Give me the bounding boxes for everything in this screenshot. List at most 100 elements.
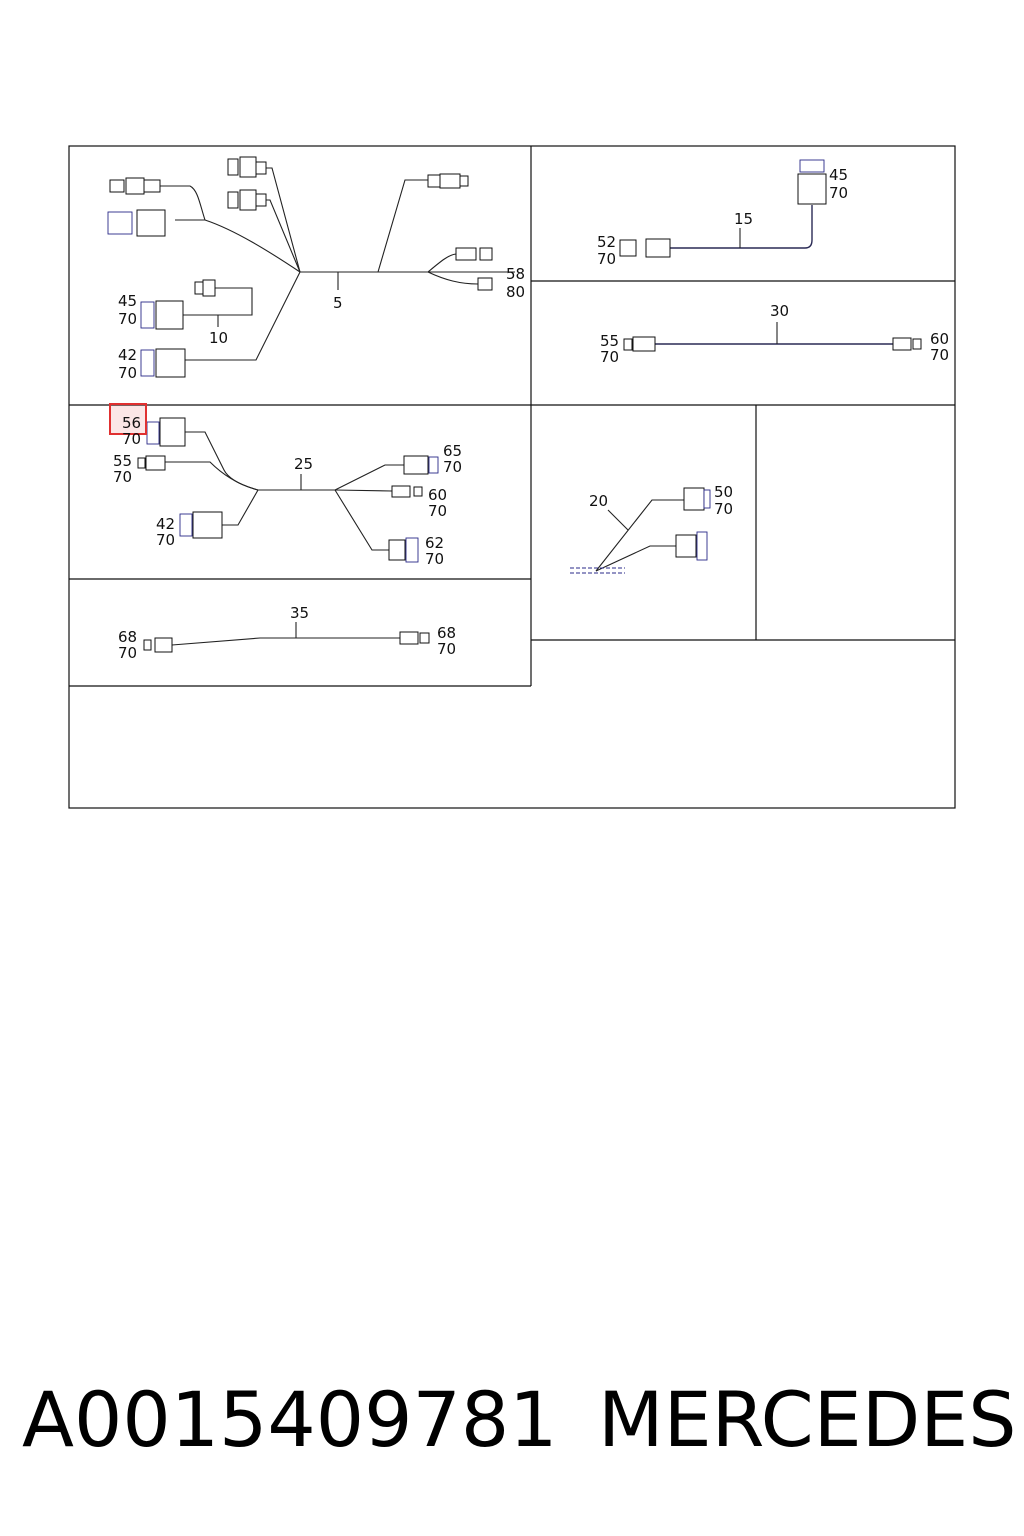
- connector-icon: [892, 337, 912, 351]
- harness-25-branch-42: [222, 489, 259, 526]
- connector-icon: [427, 174, 441, 188]
- connector-icon: [145, 455, 166, 471]
- panel-harness-30[interactable]: 30 55 70 60 70: [600, 302, 949, 366]
- connector-label: 70: [600, 348, 619, 366]
- connector-icon: [413, 486, 423, 497]
- harness-15-label: 15: [734, 210, 753, 228]
- connector-icon: [912, 338, 922, 350]
- harness-35-wire: [171, 637, 400, 646]
- connector-icon: [109, 179, 125, 193]
- connector-label: 50: [714, 483, 733, 501]
- highlight-box[interactable]: [109, 403, 147, 435]
- connector-icon: [388, 539, 406, 561]
- connector-pins-icon: [405, 537, 419, 563]
- connector-pins-icon: [428, 456, 439, 474]
- connector-label: 60: [930, 330, 949, 348]
- panel-harness-35[interactable]: 35 68 70 68 70: [118, 604, 456, 662]
- connector-icon: [137, 457, 146, 469]
- connector-icon: [143, 179, 161, 193]
- connector-pins-icon: [140, 349, 155, 377]
- harness-5-branch-top-1: [262, 167, 301, 273]
- connector-label: 55: [113, 452, 132, 470]
- connector-icon: [239, 189, 257, 211]
- connector-icon: [477, 277, 493, 291]
- connector-pins-icon: [140, 301, 155, 329]
- harness-25-branch-65: [334, 464, 404, 491]
- connector-label: 55: [600, 332, 619, 350]
- harness-20-wire-upper: [595, 499, 684, 572]
- connector-icon: [623, 338, 633, 351]
- connector-pins-icon: [799, 159, 825, 173]
- connector-label: 70: [428, 502, 447, 520]
- connector-label: 45: [118, 292, 137, 310]
- connector-icon: [419, 632, 430, 644]
- connector-icon: [194, 281, 204, 295]
- connector-icon: [255, 161, 267, 175]
- connector-icon: [399, 631, 419, 645]
- connector-label: 60: [428, 486, 447, 504]
- harness-25-label: 25: [294, 455, 313, 473]
- connector-label: 58: [506, 265, 525, 283]
- connector-icon: [227, 191, 239, 209]
- harness-25-branch-60: [334, 489, 393, 492]
- connector-icon: [797, 173, 827, 205]
- harness-5-branch-top-right: [377, 179, 428, 273]
- connector-icon: [154, 637, 173, 653]
- connector-label: 70: [113, 468, 132, 486]
- connector-label: 45: [829, 166, 848, 184]
- connector-pins-icon: [107, 211, 133, 235]
- connector-icon: [227, 158, 239, 176]
- connector-pins-icon: [146, 421, 160, 445]
- connector-icon: [403, 455, 429, 475]
- connector-label: 70: [597, 250, 616, 268]
- harness-5-branch-right-2: [427, 271, 479, 285]
- connector-icon: [143, 639, 152, 651]
- connector-pins-icon: [703, 489, 711, 509]
- connector-label: 70: [118, 644, 137, 662]
- harness-15-wire: [670, 205, 813, 249]
- harness-5-branch-top-2: [262, 199, 301, 273]
- panel-harness-20[interactable]: 20 50 70: [570, 483, 733, 574]
- connector-label: 68: [437, 624, 456, 642]
- harness-5-branch-upper-left: [175, 219, 301, 273]
- connector-icon: [136, 209, 166, 237]
- connector-label: 56: [122, 414, 141, 432]
- harness-30-label: 30: [770, 302, 789, 320]
- connector-label: 62: [425, 534, 444, 552]
- connector-label: 80: [506, 283, 525, 301]
- panel-harness-5[interactable]: 5 10 45 70 42 70 58 80: [107, 156, 525, 382]
- connector-icon: [459, 175, 469, 187]
- connector-label: 70: [443, 458, 462, 476]
- connector-icon: [255, 193, 267, 207]
- connector-label: 70: [714, 500, 733, 518]
- harness-20-label: 20: [589, 492, 608, 510]
- connector-icon: [619, 239, 637, 257]
- connector-icon: [202, 279, 216, 297]
- connector-label: 70: [829, 184, 848, 202]
- harness-35-label: 35: [290, 604, 309, 622]
- connector-label: 42: [118, 346, 137, 364]
- harness-25-branch-56: [185, 431, 259, 491]
- connector-label: 70: [156, 531, 175, 549]
- harness-20-wire-lower: [595, 545, 676, 572]
- panel-harness-15[interactable]: 15 45 70 52 70: [597, 159, 848, 268]
- connector-icon: [155, 300, 184, 330]
- connector-label: 70: [122, 430, 141, 448]
- connector-icon: [455, 247, 477, 261]
- harness-5-label: 5: [333, 294, 343, 312]
- panel-harness-25[interactable]: 25 56 70 55 70 42 70 65 70 60 70 62 70: [109, 403, 462, 568]
- connector-icon: [675, 534, 697, 558]
- harness-10-label: 10: [209, 329, 228, 347]
- connector-icon: [645, 238, 671, 258]
- connector-label: 52: [597, 233, 616, 251]
- connector-icon: [125, 177, 145, 195]
- harness-10-wire: [183, 287, 253, 316]
- harness-20-leader: [607, 509, 629, 531]
- part-number: A0015409781: [22, 1375, 558, 1464]
- connector-label: 65: [443, 442, 462, 460]
- harness-5-branch-top-connector: [160, 185, 206, 221]
- connector-label: 70: [118, 310, 137, 328]
- connector-icon: [192, 511, 223, 539]
- connector-pins-icon: [696, 531, 708, 561]
